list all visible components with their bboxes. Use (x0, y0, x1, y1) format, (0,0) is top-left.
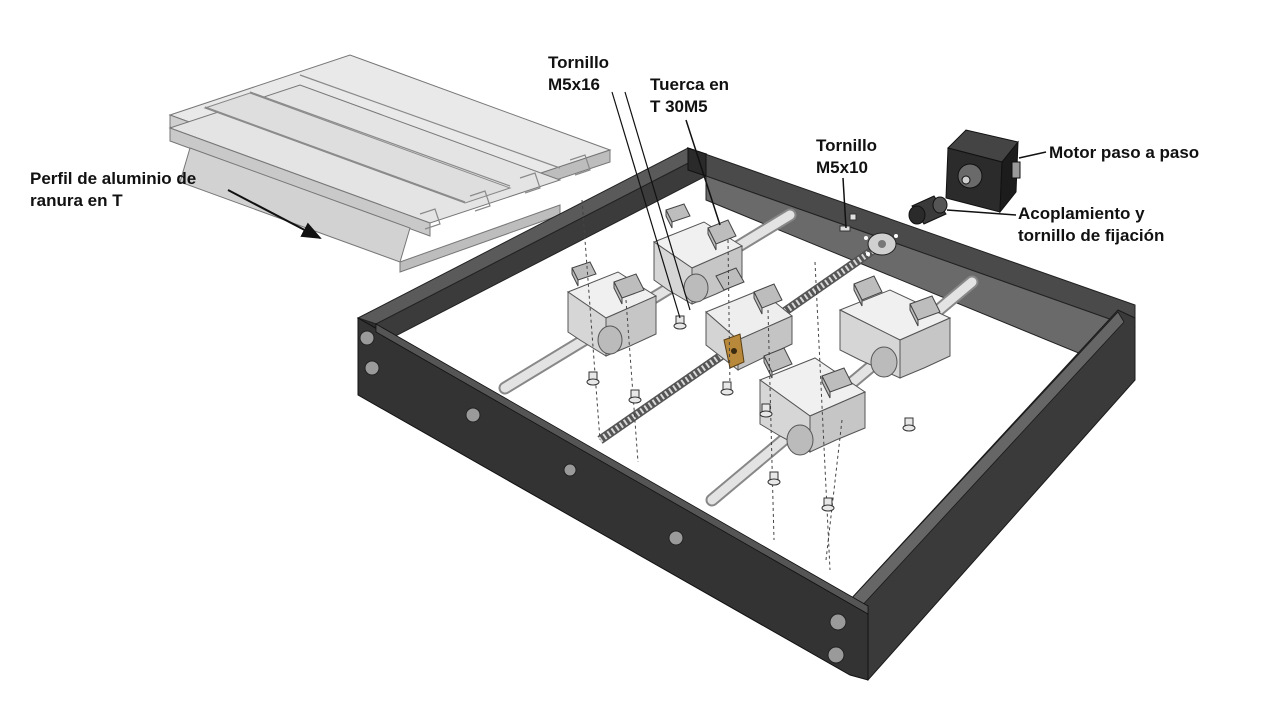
label-t-nut: Tuerca en T 30M5 (650, 74, 729, 118)
screw-m5x16-leader-2 (624, 91, 691, 311)
aluminum-profile-plates (168, 54, 612, 273)
screw (902, 417, 916, 432)
t-nut (853, 275, 883, 307)
screw (821, 497, 835, 512)
frame-bolt (563, 463, 577, 477)
label-line: Acoplamiento y (1018, 204, 1145, 223)
t-nut (821, 367, 853, 399)
t-nut (715, 267, 745, 291)
screw (628, 389, 642, 404)
frame-bolts (359, 330, 847, 664)
m5x16-screws (586, 315, 916, 512)
bearing-block (838, 289, 952, 379)
label-screw-m5x16: Tornillo M5x16 (548, 52, 609, 96)
motor-leader (1018, 151, 1047, 159)
frame (356, 147, 1136, 682)
t-nut (613, 273, 645, 305)
screw (849, 213, 857, 221)
m5x10-screws (839, 213, 857, 232)
frame-bolt (829, 613, 847, 631)
label-screw-m5x10: Tornillo M5x10 (816, 135, 877, 179)
label-line: Tornillo (816, 136, 878, 155)
assembly-guide-lines (581, 199, 843, 571)
label-line: Perfil de aluminio de (30, 169, 197, 188)
label-line: Tornillo (548, 53, 610, 72)
screw (839, 225, 851, 232)
t-nut (909, 295, 941, 327)
screw (673, 315, 687, 330)
tnut-leader (685, 119, 721, 226)
screw (586, 371, 600, 386)
screw (767, 471, 781, 486)
t-nut (665, 203, 691, 229)
stepper-motor (945, 129, 1021, 214)
coupling-leader (946, 209, 1017, 216)
label-line: Motor paso a paso (1049, 143, 1200, 162)
t-nut (571, 261, 597, 287)
label-line: tornillo de fijación (1018, 226, 1165, 245)
label-line: ranura en T (30, 191, 123, 210)
label-line: M5x16 (548, 75, 600, 94)
screw (720, 381, 734, 396)
t-nuts (571, 203, 941, 399)
t-nut (707, 219, 737, 251)
frame-bolt (668, 530, 684, 546)
motor-mount (864, 232, 898, 256)
label-coupling: Acoplamiento y tornillo de fijación (1018, 203, 1164, 247)
label-stepper-motor: Motor paso a paso (1049, 142, 1199, 164)
t-nut (753, 283, 783, 315)
profile-plate (179, 92, 561, 273)
label-line: Tuerca en (650, 75, 730, 94)
leader-lines (227, 91, 1047, 319)
label-line: T 30M5 (650, 97, 708, 116)
frame-bolt (827, 646, 845, 664)
profile-arrow (227, 189, 322, 239)
screw-m5x16-leader (611, 91, 681, 319)
label-line: M5x10 (816, 158, 868, 177)
profile-slots (204, 74, 591, 230)
screw-m5x10-leader (842, 177, 847, 229)
frame-bolt (359, 330, 375, 346)
shaft-coupling (908, 195, 948, 225)
screw (759, 403, 773, 418)
frame-bolt (364, 360, 380, 376)
frame-bolt (465, 407, 481, 423)
label-aluminum-profile: Perfil de aluminio de ranura en T (30, 168, 196, 212)
